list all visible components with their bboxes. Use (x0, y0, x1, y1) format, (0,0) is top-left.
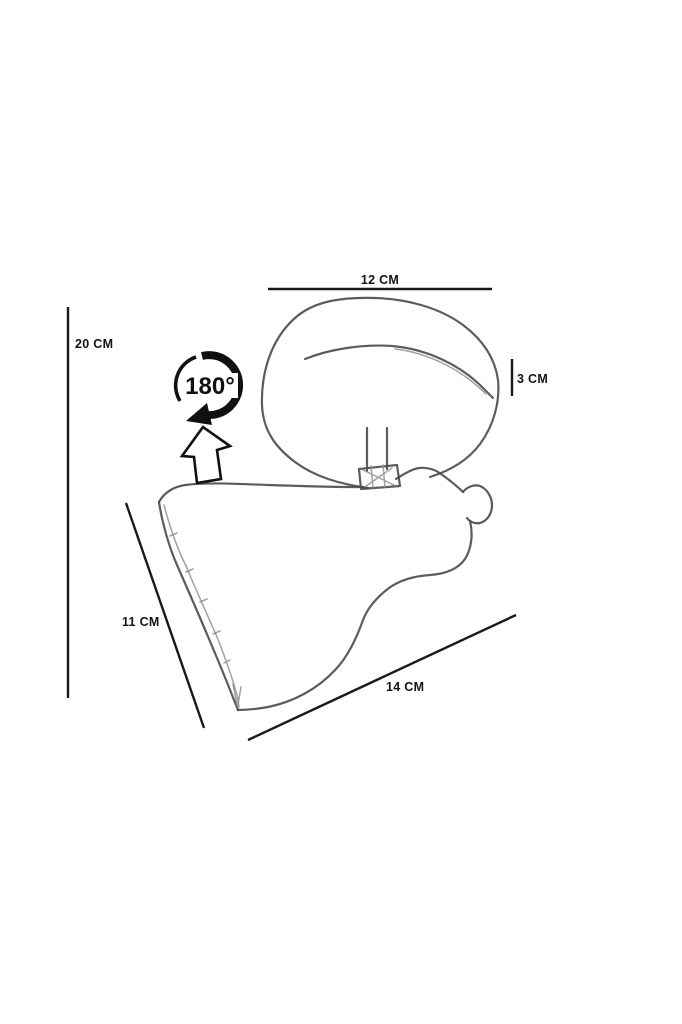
body-top-edge (394, 466, 465, 494)
dim-overall-width: 14 CM (247, 613, 517, 742)
dim-canopy-depth: 3 CM (510, 359, 548, 396)
rotation-arc-thin (173, 355, 197, 402)
adjustment-knob (461, 484, 494, 525)
dim-overall-height: 20 CM (66, 307, 113, 698)
up-arrow-icon (179, 425, 233, 485)
shade-top-edge (157, 482, 365, 504)
lamp-sketch (157, 296, 500, 712)
pivot-bracket-hatch (362, 464, 395, 489)
dim-label-11cm: 11 CM (122, 615, 160, 629)
canopy-inner-rim (303, 344, 495, 400)
dim-line-11cm (124, 502, 206, 729)
canopy-outline (260, 296, 500, 490)
dim-top-width: 12 CM (268, 273, 492, 291)
rotation-label: 180° (185, 373, 235, 400)
dim-label-20cm: 20 CM (75, 337, 113, 351)
canopy-inner-rim-double (394, 348, 487, 395)
shade-face-rim-outer (157, 500, 240, 712)
tip-flick (232, 683, 242, 706)
shade-face-rim-inner (163, 504, 240, 708)
rotation-label-halo (182, 373, 238, 398)
rim-tick-marks (169, 532, 231, 664)
rotation-arrowhead (186, 403, 212, 425)
body-and-shade-bottom-edge (236, 519, 473, 712)
rotation-arc-thick (201, 351, 244, 420)
dim-label-14cm: 14 CM (386, 680, 424, 694)
dim-label-3cm: 3 CM (517, 372, 548, 386)
rotation-180-icon: 180° (173, 351, 244, 425)
dim-line-14cm (247, 613, 517, 742)
pivot-bracket (357, 463, 402, 491)
dim-shade-opening: 11 CM (122, 502, 206, 729)
dim-label-12cm: 12 CM (361, 273, 399, 287)
